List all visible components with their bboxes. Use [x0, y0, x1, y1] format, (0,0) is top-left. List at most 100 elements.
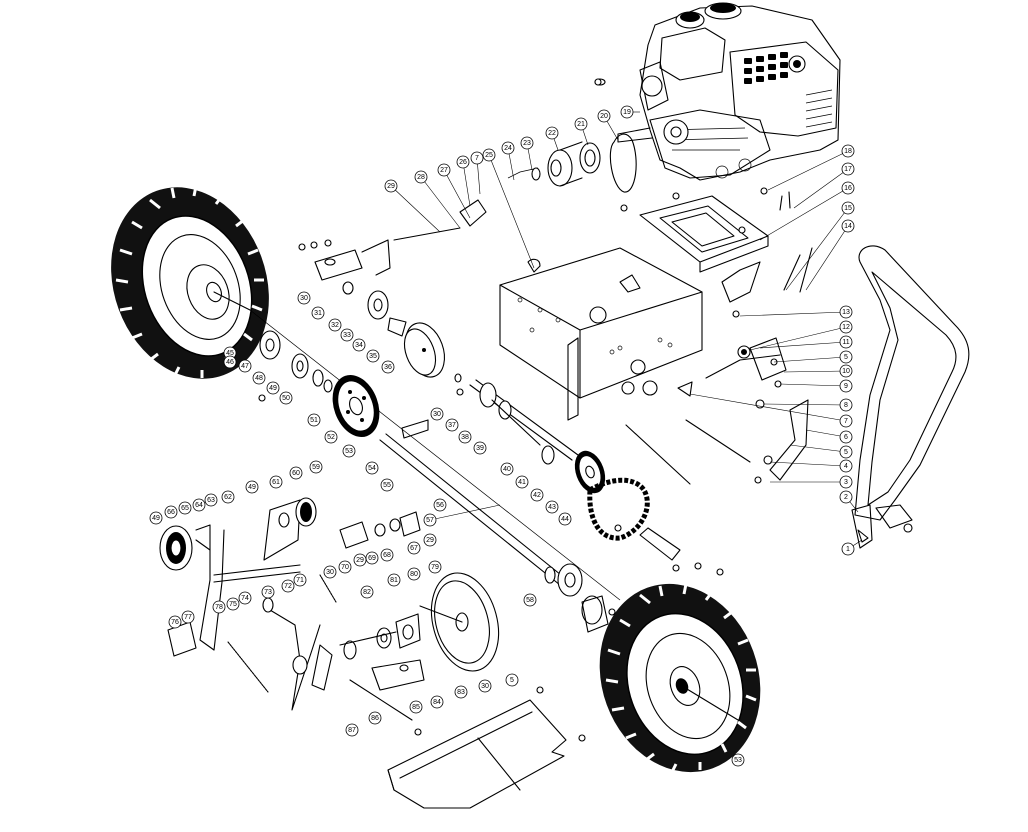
- drive-chain: [587, 477, 681, 561]
- part-callout: 8: [839, 398, 853, 412]
- part-callout-number: 30: [481, 683, 489, 690]
- part-callout-number: 19: [623, 109, 631, 116]
- part-callout-number: 48: [255, 375, 263, 382]
- part-callout-number: 49: [152, 515, 160, 522]
- part-callout-number: 7: [844, 418, 848, 425]
- part-callout-number: 39: [476, 445, 484, 452]
- part-callout-number: 51: [310, 417, 318, 424]
- part-callout-number: 25: [485, 152, 493, 159]
- part-callout-number: 7: [475, 155, 479, 162]
- part-callout: 7: [839, 414, 853, 428]
- part-callout: 19: [620, 105, 634, 119]
- part-callout-number: 18: [844, 148, 852, 155]
- part-callout-number: 49: [269, 385, 277, 392]
- part-callout: 5: [839, 445, 853, 459]
- part-callout: 44: [558, 512, 572, 526]
- part-callout-number: 69: [368, 555, 376, 562]
- part-callout-number: 26: [459, 159, 467, 166]
- part-callout: 67: [407, 541, 421, 555]
- part-callout-number: 68: [383, 552, 391, 559]
- part-callout: 14: [841, 219, 855, 233]
- part-callout: 29: [423, 533, 437, 547]
- part-callout: 54: [365, 461, 379, 475]
- part-callout: 50: [279, 391, 293, 405]
- part-callout-number: 9: [844, 383, 848, 390]
- part-callout: 49: [266, 381, 280, 395]
- lower-shaft-parts: [339, 613, 425, 721]
- part-callout: 30: [478, 679, 492, 693]
- part-callout: 49: [149, 511, 163, 525]
- part-callout-number: 72: [284, 583, 292, 590]
- part-callout-number: 86: [371, 715, 379, 722]
- part-callout-number: 23: [523, 140, 531, 147]
- part-callout: 16: [841, 181, 855, 195]
- part-callout: 52: [324, 430, 338, 444]
- part-callout-number: 58: [526, 597, 534, 604]
- part-callout-number: 43: [548, 504, 556, 511]
- part-callout-number: 15: [844, 205, 852, 212]
- part-callout: 65: [178, 501, 192, 515]
- part-callout: 63: [204, 493, 218, 507]
- part-callout: 47: [238, 359, 252, 373]
- part-callout: 7: [470, 151, 484, 165]
- part-callout: 40: [500, 462, 514, 476]
- part-callout: 30: [430, 407, 444, 421]
- part-callout-number: 65: [181, 505, 189, 512]
- handle-bar: [851, 245, 970, 549]
- part-callout-number: 47: [241, 363, 249, 370]
- part-callout-number: 40: [503, 466, 511, 473]
- part-callout-number: 59: [312, 464, 320, 471]
- part-callout-number: 55: [383, 482, 391, 489]
- part-callout-number: 80: [410, 571, 418, 578]
- part-callout-number: 33: [343, 332, 351, 339]
- part-callout-number: 22: [548, 130, 556, 137]
- part-callout: 37: [445, 418, 459, 432]
- part-callout-number: 64: [195, 502, 203, 509]
- part-callout: 29: [384, 179, 398, 193]
- part-callout: 32: [328, 318, 342, 332]
- part-callout: 78: [212, 600, 226, 614]
- part-callout: 17: [841, 162, 855, 176]
- part-callout-number: 81: [390, 577, 398, 584]
- part-callout-number: 53: [734, 757, 742, 764]
- part-callout-number: 13: [842, 309, 850, 316]
- part-callout-number: 52: [327, 434, 335, 441]
- part-callout-number: 83: [457, 689, 465, 696]
- part-callout: 46: [223, 355, 237, 369]
- part-callout-number: 1: [846, 546, 850, 553]
- part-callout-number: 28: [417, 174, 425, 181]
- part-callout: 85: [409, 700, 423, 714]
- part-callout: 83: [454, 685, 468, 699]
- part-callout: 81: [387, 573, 401, 587]
- part-callout-number: 17: [844, 166, 852, 173]
- part-callout-number: 29: [356, 557, 364, 564]
- part-callout: 30: [323, 565, 337, 579]
- part-callout: 13: [839, 305, 853, 319]
- part-callout: 59: [309, 460, 323, 474]
- part-callout: 39: [473, 441, 487, 455]
- part-callout-number: 32: [331, 322, 339, 329]
- part-callout: 77: [181, 610, 195, 624]
- part-callout-number: 8: [844, 402, 848, 409]
- bottom-cover-plate: [387, 699, 586, 809]
- part-callout: 31: [311, 306, 325, 320]
- part-callout: 22: [545, 126, 559, 140]
- part-callout: 29: [353, 553, 367, 567]
- part-callout: 36: [381, 360, 395, 374]
- part-callout: 71: [293, 573, 307, 587]
- part-callout: 15: [841, 201, 855, 215]
- part-callout: 1: [841, 542, 855, 556]
- part-callout: 57: [423, 513, 437, 527]
- part-callout-number: 82: [363, 589, 371, 596]
- part-callout: 33: [340, 328, 354, 342]
- part-callout: 48: [252, 371, 266, 385]
- part-callout: 79: [428, 560, 442, 574]
- part-callout: 72: [281, 579, 295, 593]
- part-callout-number: 2: [844, 494, 848, 501]
- part-callout: 28: [414, 170, 428, 184]
- part-callout-number: 21: [577, 121, 585, 128]
- part-callout: 49: [245, 480, 259, 494]
- left-wheel: [111, 185, 269, 379]
- part-callout-number: 54: [368, 465, 376, 472]
- part-callout-number: 85: [412, 704, 420, 711]
